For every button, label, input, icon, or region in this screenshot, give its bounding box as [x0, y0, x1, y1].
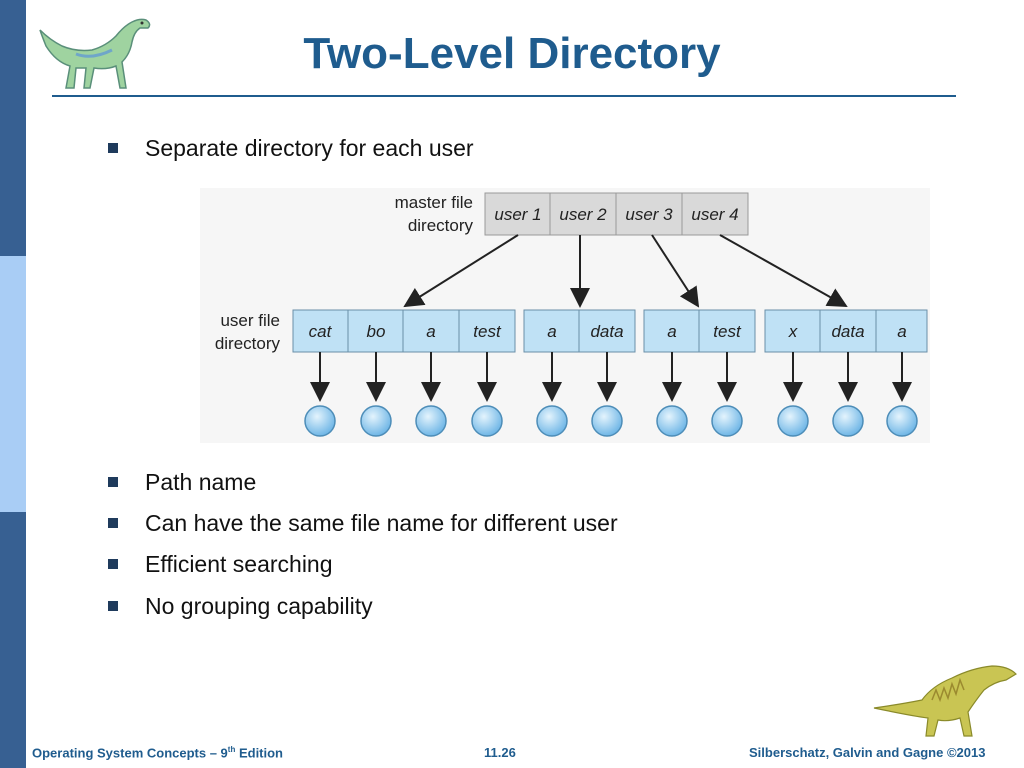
pointer-arrow	[651, 234, 700, 308]
bullet-item: No grouping capability	[108, 591, 373, 621]
file-node	[415, 405, 447, 437]
file-node	[360, 405, 392, 437]
two-level-directory-diagram: master file directory user file director…	[200, 188, 930, 443]
master-entry: user 2	[559, 205, 607, 224]
file-entry: data	[590, 322, 623, 341]
file-node	[591, 405, 623, 437]
footer-book-title: Operating System Concepts – 9th Edition	[32, 745, 284, 761]
bullet-item: Separate directory for each user	[108, 133, 474, 163]
bullet-text: No grouping capability	[145, 592, 373, 619]
bullet-item: Can have the same file name for differen…	[108, 508, 618, 538]
file-node	[711, 405, 743, 437]
file-entry: cat	[309, 322, 333, 341]
square-bullet-icon	[108, 143, 118, 153]
master-directory: user 1 user 2 user 3 user 4	[484, 192, 749, 236]
file-node	[656, 405, 688, 437]
bullet-item: Path name	[108, 467, 256, 497]
user-label-line1: user file	[220, 311, 280, 330]
bullet-text: Efficient searching	[145, 550, 333, 577]
file-node	[832, 405, 864, 437]
user-directory-4: x data a	[764, 309, 928, 353]
user-directory-2: a data	[523, 309, 636, 353]
left-sidebar-accent	[0, 256, 26, 512]
file-entry: test	[473, 322, 502, 341]
bullet-text: Separate directory for each user	[145, 134, 474, 161]
user-label-line2: directory	[215, 334, 281, 353]
footer-copyright: Silberschatz, Galvin and Gagne ©2013	[749, 745, 986, 760]
file-node	[777, 405, 809, 437]
file-entry: test	[713, 322, 742, 341]
file-entry: a	[426, 322, 435, 341]
footer-page-number: 11.26	[484, 745, 516, 760]
bullet-item: Efficient searching	[108, 549, 333, 579]
title-divider	[52, 95, 956, 97]
master-entry: user 3	[625, 205, 673, 224]
file-node	[886, 405, 918, 437]
square-bullet-icon	[108, 601, 118, 611]
file-entry: a	[547, 322, 556, 341]
pointer-arrow	[403, 234, 519, 308]
file-node	[471, 405, 503, 437]
user-directory-3: a test	[643, 309, 756, 353]
file-entry: a	[897, 322, 906, 341]
pointer-arrow	[719, 234, 848, 307]
bullet-text: Path name	[145, 468, 257, 495]
master-entry: user 4	[691, 205, 738, 224]
square-bullet-icon	[108, 518, 118, 528]
dinosaur-corner-icon	[873, 665, 1017, 737]
file-entry: a	[667, 322, 676, 341]
master-label-line2: directory	[408, 216, 474, 235]
file-entry: data	[831, 322, 864, 341]
file-node	[304, 405, 336, 437]
file-node	[536, 405, 568, 437]
master-label-line1: master file	[395, 193, 473, 212]
file-entry: bo	[367, 322, 386, 341]
file-entry: x	[788, 322, 798, 341]
dinosaur-logo-icon	[39, 18, 151, 89]
bullet-text: Can have the same file name for differen…	[145, 509, 618, 536]
square-bullet-icon	[108, 477, 118, 487]
user-directory-1: cat bo a test	[292, 309, 516, 353]
master-entry: user 1	[494, 205, 541, 224]
square-bullet-icon	[108, 559, 118, 569]
slide-title: Two-Level Directory	[303, 29, 721, 78]
